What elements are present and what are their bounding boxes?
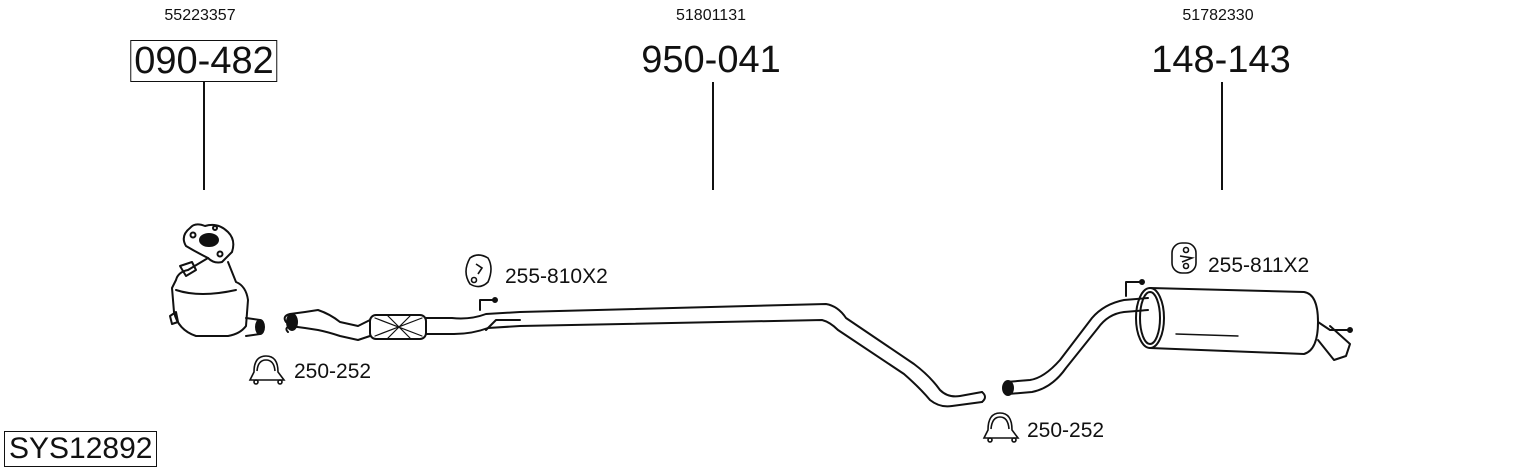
rubber-hanger-icon[interactable]: [465, 254, 492, 288]
leader-line: [203, 82, 205, 190]
part-number[interactable]: 148-143: [1151, 39, 1291, 81]
accessory-label-clamp[interactable]: 250-252: [294, 360, 372, 383]
rear-silencer-icon[interactable]: [1002, 279, 1353, 396]
rubber-hanger-icon[interactable]: [1171, 242, 1197, 274]
oem-number: 55223357: [164, 7, 236, 24]
middle-pipe-icon[interactable]: [283, 297, 986, 408]
clamp-icon[interactable]: [982, 412, 1020, 443]
accessory-label-hanger[interactable]: 255-811X2: [1208, 254, 1310, 277]
oem-number: 51782330: [1182, 7, 1254, 24]
system-id-badge: SYS12892: [4, 431, 158, 467]
accessory-label-hanger[interactable]: 255-810X2: [505, 265, 608, 288]
leader-line: [712, 82, 714, 190]
accessory-label-clamp[interactable]: 250-252: [1027, 419, 1105, 442]
part-number[interactable]: 090-482: [130, 40, 278, 82]
part-number[interactable]: 950-041: [641, 39, 781, 81]
catalytic-converter-icon[interactable]: [169, 223, 265, 337]
leader-line: [1221, 82, 1223, 190]
clamp-icon[interactable]: [248, 355, 286, 385]
oem-number: 51801131: [676, 7, 746, 24]
